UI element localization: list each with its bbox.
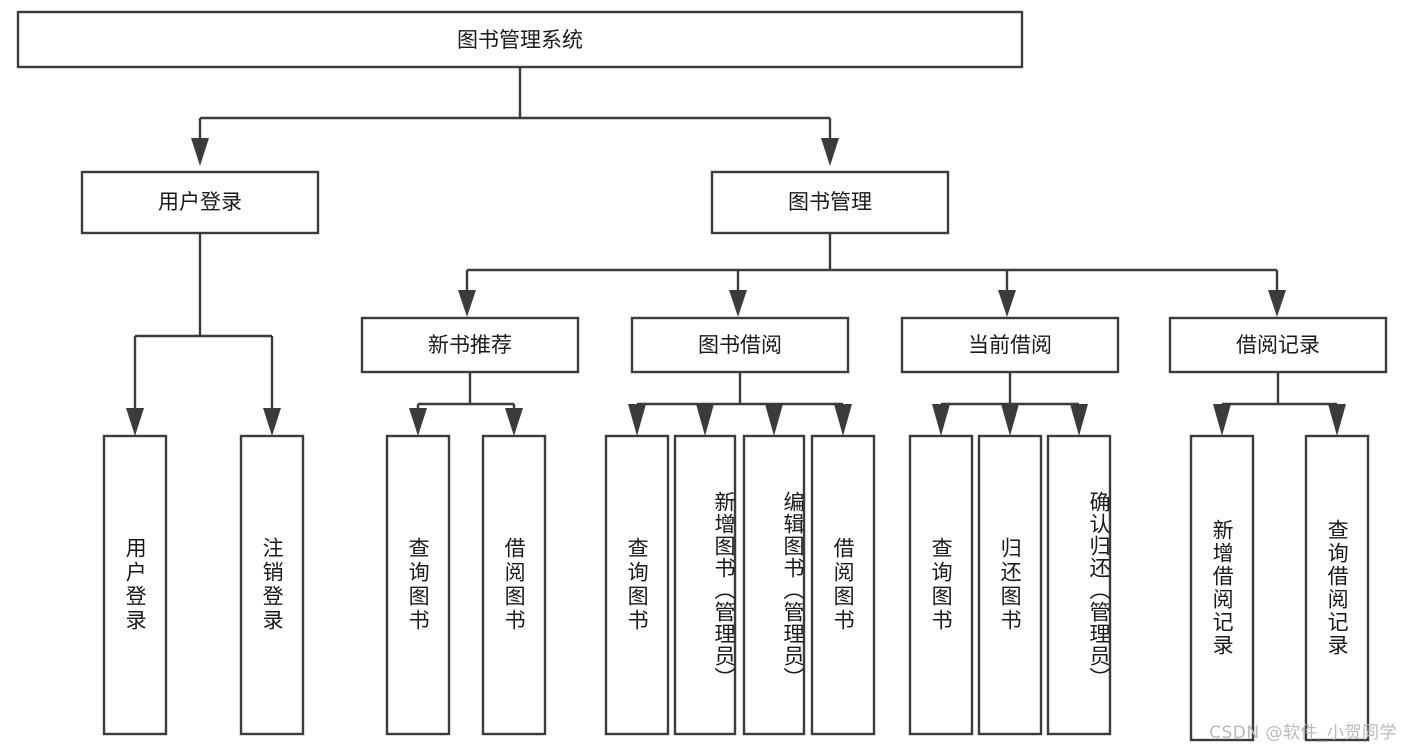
arrowhead-leaf-borrow-book-2 <box>834 404 852 436</box>
node-leaf-query-borrow-record-box[interactable] <box>1304 434 1370 742</box>
connector-book-management-to-level3 <box>458 233 1286 317</box>
connector-root-to-level2 <box>191 67 839 166</box>
arrowhead-leaf-query-borrow-record <box>1328 404 1346 436</box>
node-leaf-edit-book-admin-box[interactable] <box>742 434 806 736</box>
arrowhead-current-borrow <box>998 290 1016 317</box>
arrowhead-user-login <box>191 138 209 166</box>
arrowhead-leaf-add-borrow-record <box>1213 404 1231 436</box>
connector-user-login-to-leaves <box>126 233 281 436</box>
arrowhead-leaf-add-book-admin <box>696 404 714 436</box>
node-leaf-logout-login-box[interactable] <box>239 434 305 736</box>
node-borrow-record-label: 借阅记录 <box>1236 333 1320 357</box>
arrowhead-book-borrow <box>729 290 747 317</box>
node-borrow-record-box[interactable] <box>1168 316 1388 374</box>
node-leaf-user-login-box[interactable] <box>102 434 168 736</box>
connector-borrow-record-to-leaves <box>1213 372 1346 436</box>
arrowhead-leaf-query-book-3 <box>932 404 950 436</box>
node-leaf-confirm-return-admin-box[interactable] <box>1046 434 1112 736</box>
node-new-book-recommend-box[interactable] <box>360 316 580 374</box>
node-root-box[interactable] <box>16 10 1024 69</box>
node-leaf-query-book-3-box[interactable] <box>908 434 974 736</box>
node-book-management-box[interactable] <box>710 170 950 235</box>
node-root[interactable]: 图书管理系统 <box>16 10 1024 69</box>
node-user-login-label: 用户登录 <box>158 190 242 214</box>
node-current-borrow-box[interactable] <box>900 316 1120 374</box>
node-leaf-add-book-admin-box[interactable] <box>673 434 737 736</box>
node-leaf-add-borrow-record-box[interactable] <box>1189 434 1255 742</box>
node-leaf-query-book-2-box[interactable] <box>604 434 670 736</box>
arrowhead-leaf-edit-book-admin <box>765 404 783 436</box>
node-book-borrow[interactable]: 图书借阅 <box>630 316 850 374</box>
node-user-login-box[interactable] <box>80 170 320 235</box>
node-leaf-return-book-box[interactable] <box>977 434 1043 736</box>
node-new-book-recommend-label: 新书推荐 <box>428 333 512 357</box>
node-new-book-recommend[interactable]: 新书推荐 <box>360 316 580 374</box>
node-book-borrow-label: 图书借阅 <box>698 333 782 357</box>
node-book-borrow-box[interactable] <box>630 316 850 374</box>
arrowhead-book-management <box>821 138 839 166</box>
arrowhead-borrow-record <box>1268 290 1286 317</box>
node-book-management-label: 图书管理 <box>788 190 872 214</box>
node-borrow-record[interactable]: 借阅记录 <box>1168 316 1388 374</box>
arrowhead-leaf-return-book <box>1001 404 1019 436</box>
arrowhead-leaf-confirm-return-admin <box>1070 404 1088 436</box>
node-leaf-query-book-1-box[interactable] <box>385 434 451 736</box>
arrowhead-leaf-borrow-book-1 <box>505 408 523 436</box>
node-root-label: 图书管理系统 <box>457 28 583 52</box>
node-current-borrow[interactable]: 当前借阅 <box>900 316 1120 374</box>
connector-book-borrow-to-leaves <box>628 372 852 436</box>
connector-new-book-recommend-to-leaves <box>409 372 523 436</box>
node-leaf-borrow-book-1-box[interactable] <box>481 434 547 736</box>
arrowhead-new-book-recommend <box>458 290 476 317</box>
csdn-watermark: CSDN @软件_小贺同学 <box>1209 723 1397 743</box>
node-leaf-borrow-book-2-box[interactable] <box>810 434 876 736</box>
node-book-management[interactable]: 图书管理 <box>710 170 950 235</box>
arrowhead-leaf-query-book-1 <box>409 408 427 436</box>
node-current-borrow-label: 当前借阅 <box>968 333 1052 357</box>
node-user-login[interactable]: 用户登录 <box>80 170 320 235</box>
connector-current-borrow-to-leaves <box>932 372 1088 436</box>
arrowhead-leaf-query-book-2 <box>628 404 646 436</box>
arrowhead-leaf-logout-login <box>263 408 281 436</box>
arrowhead-leaf-user-login <box>126 408 144 436</box>
